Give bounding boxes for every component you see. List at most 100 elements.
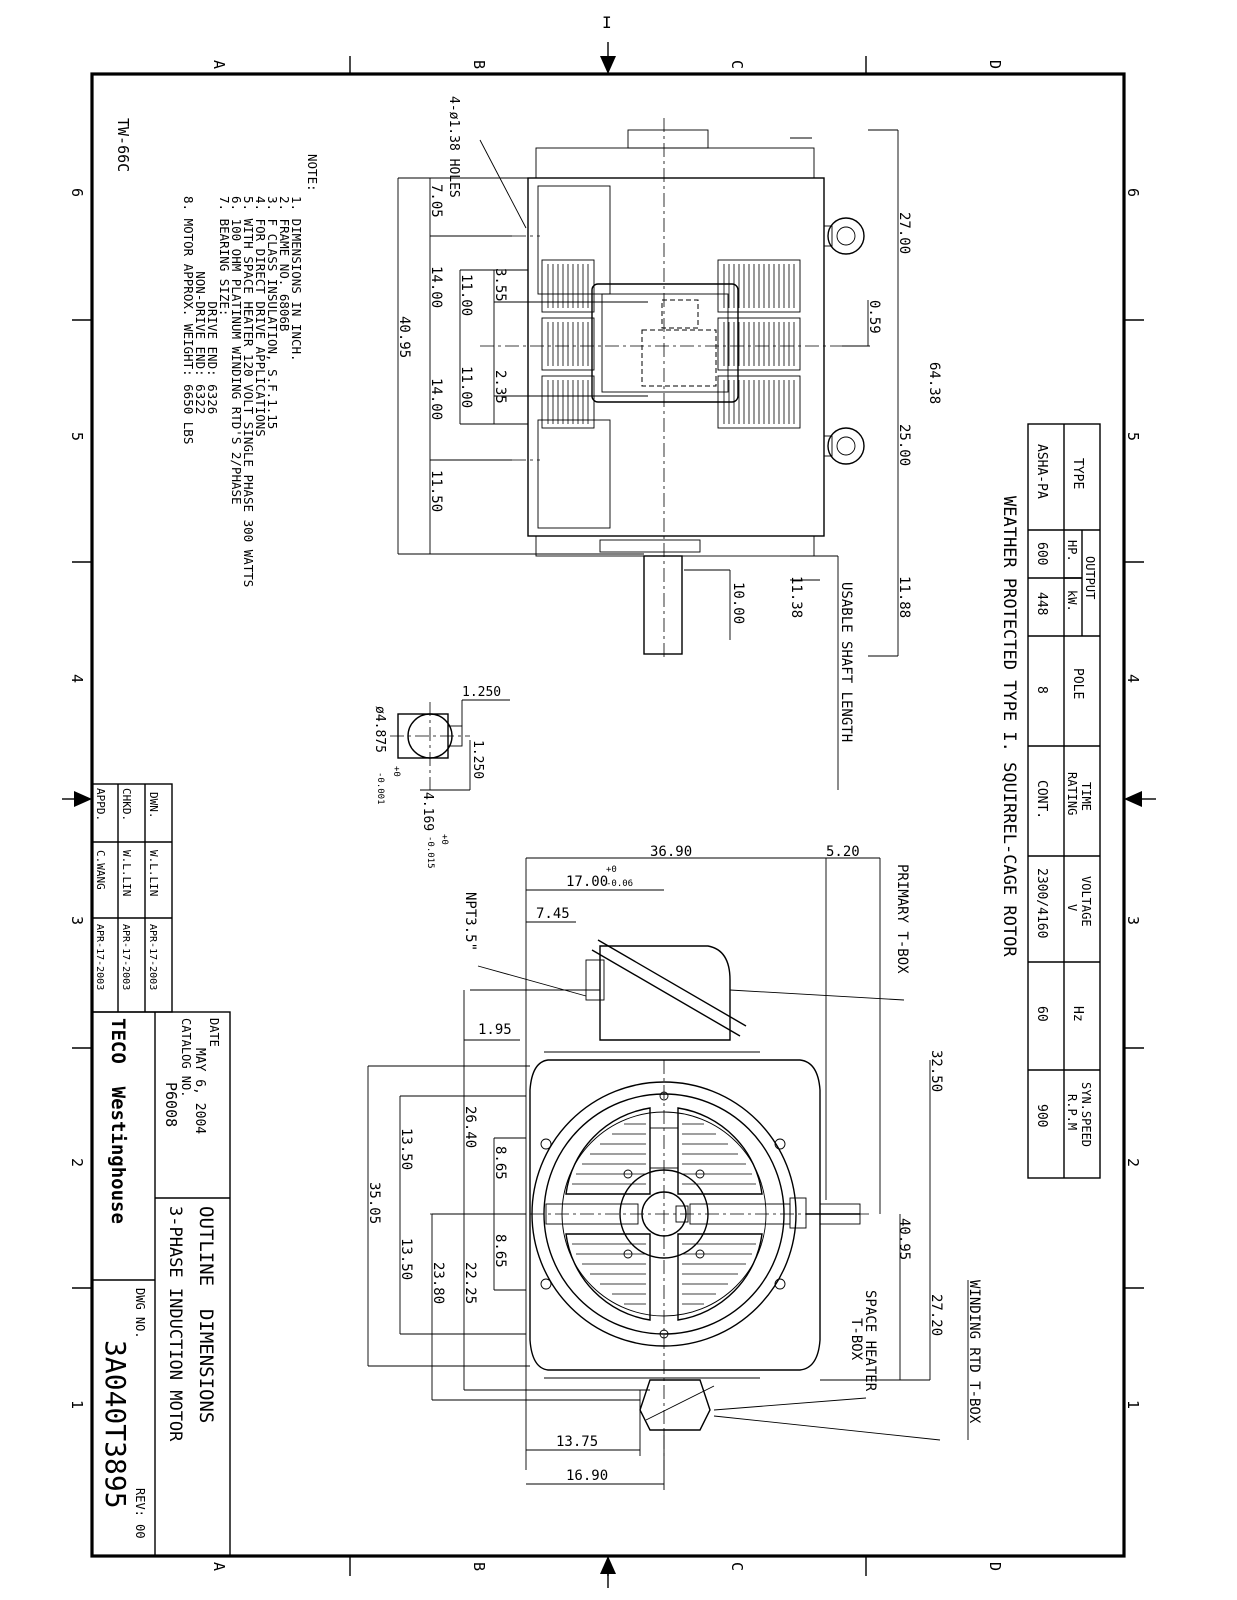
dim-64-38: 64.38 <box>926 362 942 404</box>
grid-number-5-left: 5 <box>68 432 86 441</box>
note-7: 7. BEARING SIZE: <box>217 196 232 316</box>
date-label: DATE <box>207 1018 221 1047</box>
end-view-louvers <box>572 1123 756 1305</box>
dim-14-00-b: 14.00 <box>428 378 444 420</box>
center-arrow-right-icon <box>1124 791 1142 807</box>
top-view-motor <box>480 118 865 660</box>
header-hz: Hz <box>1070 1006 1085 1022</box>
spec-table: WEATHER PROTECTED TYPE I. SQUIRREL-CAGE … <box>999 423 1101 1179</box>
dim-17-tol-upper: +0 <box>606 865 617 875</box>
center-arrow-top-icon <box>600 56 616 74</box>
header-syn-2: R.P.M <box>1065 1094 1079 1130</box>
dim-27-20: 27.20 <box>928 1294 944 1336</box>
grid-number-2-left: 2 <box>68 1158 86 1167</box>
grid-number-4-left: 4 <box>68 674 86 683</box>
dim-0-59: 0.59 <box>866 300 882 334</box>
dim-10-00: 10.00 <box>730 582 746 624</box>
spec-title: WEATHER PROTECTED TYPE I. SQUIRREL-CAGE … <box>999 496 1019 957</box>
key-dia: ø4.875 <box>372 706 387 753</box>
notes: NOTE: 1. DIMENSIONS IN INCH. 2. FRAME NO… <box>181 154 320 587</box>
grid-number-5-right: 5 <box>1124 432 1142 441</box>
chkd-date: APR-17-2003 <box>120 924 131 990</box>
note-3: 3. F CLASS INSULATION, S.F.1.15 <box>265 196 280 429</box>
key-dim-3: 4.169 <box>420 792 435 831</box>
header-kw: kW. <box>1065 590 1079 612</box>
grid-letter-b-bottom: B <box>470 1562 488 1571</box>
date-value: MAY 6, 2004 <box>192 1048 207 1134</box>
end-view-motor <box>430 939 870 1470</box>
dim-13-50-a: 13.50 <box>398 1128 414 1170</box>
grid-letter-a-top: A <box>210 60 228 69</box>
note-2: 2. FRAME NO. 6806B <box>277 196 292 331</box>
value-kw: 448 <box>1034 592 1049 615</box>
note-4: 4. FOR DIRECT DRIVE APPLICATIONS <box>253 196 268 437</box>
top-view-fins <box>547 264 795 424</box>
header-syn-1: SYN.SPEED <box>1079 1082 1093 1147</box>
end-view-dimensions <box>367 857 969 1490</box>
dim-3-55: 3.55 <box>492 268 508 302</box>
grid-letter-d-top: D <box>986 60 1004 69</box>
notes-heading: NOTE: <box>305 154 320 192</box>
drawing-title-1: OUTLINE DIMENSIONS <box>195 1206 217 1423</box>
note-7a: DRIVE END: 6326 <box>205 196 220 414</box>
holes-label: 4-ø1.38 HOLES <box>446 96 461 198</box>
dim-13-50-b: 13.50 <box>398 1238 414 1280</box>
value-syn: 900 <box>1034 1104 1049 1127</box>
value-pole: 8 <box>1034 686 1049 694</box>
grid-letter-a-bottom: A <box>210 1562 228 1571</box>
company-logo: TECO Westinghouse <box>107 1018 129 1224</box>
key-dia-tol-lower: -0.001 <box>375 772 385 805</box>
grid-number-1-right: 1 <box>1124 1400 1142 1409</box>
dim-8-65-b: 8.65 <box>492 1234 508 1268</box>
dim-2-35: 2.35 <box>492 370 508 404</box>
space-heater-label-2: T-BOX <box>848 1318 864 1361</box>
grid-number-6-right: 6 <box>1124 188 1142 197</box>
header-voltage-2: V <box>1065 904 1079 911</box>
dim-14-00-a: 14.00 <box>428 266 444 308</box>
top-view-dimensions <box>397 129 899 790</box>
note-1: 1. DIMENSIONS IN INCH. <box>289 196 304 362</box>
dim-7-45: 7.45 <box>536 906 570 922</box>
end-view-dim-labels: 36.90 5.20 17.00 +0 -0.06 7.45 1.95 NPT3… <box>366 844 982 1484</box>
header-time-2: RATING <box>1065 772 1079 815</box>
dwg-label: DWG NO. <box>133 1288 147 1339</box>
grid-letter-c-bottom: C <box>728 1562 746 1571</box>
catalog-value: P6008 <box>162 1082 180 1127</box>
appd-name: C.WANG <box>94 850 107 890</box>
dim-17-tol-lower: -0.06 <box>606 879 633 889</box>
dim-36-90: 36.90 <box>650 844 692 860</box>
dwg-value: 3A040T3895 <box>99 1340 132 1509</box>
note-7b: NON-DRIVE END: 6322 <box>193 196 208 414</box>
chkd-label: CHKD. <box>120 788 133 821</box>
dim-40-95-top: 40.95 <box>396 316 412 358</box>
dim-1-95: 1.95 <box>478 1022 512 1038</box>
header-voltage-1: VOLTAGE <box>1079 876 1093 927</box>
appd-date: APR-17-2003 <box>94 924 105 990</box>
dwn-name: W.L.LIN <box>147 850 160 896</box>
primary-tbox-label: PRIMARY T-BOX <box>894 864 910 974</box>
dim-5-20: 5.20 <box>826 844 860 860</box>
key-dim-3-tol-upper: +0 <box>439 834 449 845</box>
note-8: 8. MOTOR APPROX. WEIGHT: 6650 LBS <box>181 196 196 444</box>
sheet-code: TW-66C <box>114 118 132 172</box>
grid-letter-c-top: C <box>728 60 746 69</box>
dim-16-90: 16.90 <box>566 1468 608 1484</box>
dim-11-38: 11.38 <box>788 576 804 618</box>
catalog-label: CATALOG NO. <box>179 1018 193 1097</box>
grid-letters: A B C D A B C D <box>210 60 1004 1571</box>
dim-25-00: 25.00 <box>896 424 912 466</box>
value-time: CONT. <box>1034 780 1049 819</box>
npt-label: NPT3.5" <box>462 892 478 951</box>
header-time-1: TIME <box>1079 782 1093 811</box>
grid-letter-d-bottom: D <box>986 1562 1004 1571</box>
dim-35-05: 35.05 <box>366 1182 382 1224</box>
header-pole: POLE <box>1070 668 1085 699</box>
center-arrow-bottom-icon <box>600 1556 616 1574</box>
shaft-length-label: USABLE SHAFT LENGTH <box>838 582 854 742</box>
dwn-label: DWN. <box>147 792 160 819</box>
drawing-title-2: 3-PHASE INDUCTION MOTOR <box>165 1206 185 1442</box>
dwn-date: APR-17-2003 <box>147 924 158 990</box>
rev-label: REV: 00 <box>133 1488 147 1539</box>
grid-number-4-right: 4 <box>1124 674 1142 683</box>
